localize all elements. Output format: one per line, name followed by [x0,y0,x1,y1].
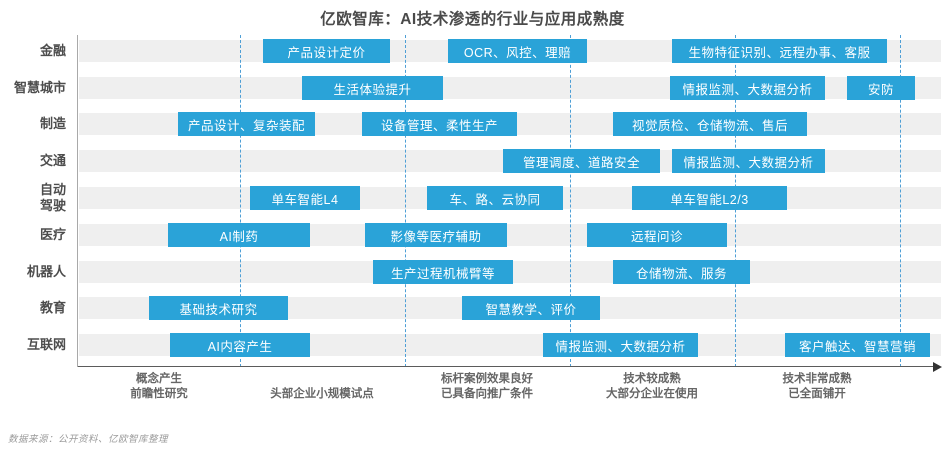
chart-box: 生活体验提升 [302,76,443,100]
chart-box: 安防 [847,76,915,100]
row-label-smart-city: 智慧城市 [13,80,66,96]
row-label-finance: 金融 [39,43,66,59]
chart-box: 单车智能L4 [250,186,360,210]
chart-box: 生产过程机械臂等 [373,260,513,284]
stage-label-3: 标杆案例效果良好 已具备向推广条件 [441,372,533,401]
stage-divider-5 [900,35,901,367]
chart-box: 智慧教学、评价 [462,296,600,320]
row-label-internet: 互联网 [26,337,66,353]
chart-box: 生物特征识别、远程办事、客服 [672,39,887,63]
chart-box: 仓储物流、服务 [613,260,750,284]
chart-box: AI制药 [168,223,310,247]
chart-box: 情报监测、大数据分析 [670,76,825,100]
chart-box: 产品设计定价 [263,39,390,63]
chart-box: 单车智能L2/3 [632,186,787,210]
chart-title: 亿欧智库：AI技术渗透的行业与应用成熟度 [320,11,625,28]
chart-box: 情报监测、大数据分析 [543,333,698,357]
stage-divider-1 [240,35,241,367]
stage-divider-2 [405,35,406,367]
chart-box: 设备管理、柔性生产 [362,112,517,136]
y-axis-line [77,35,78,367]
stage-label-5: 技术非常成熟 已全面铺开 [782,372,852,401]
chart-box: 远程问诊 [587,223,727,247]
row-label-autonomous-driving: 自动 驾驶 [39,182,66,213]
source-note: 数据来源：公开资料、亿欧智库整理 [8,434,169,445]
chart-box: 情报监测、大数据分析 [672,149,825,173]
x-axis-line [78,366,934,367]
stage-label-1: 概念产生 前瞻性研究 [130,372,188,401]
row-label-medical: 医疗 [39,227,66,243]
chart-box: 基础技术研究 [149,296,288,320]
chart-box: 车、路、云协同 [427,186,563,210]
row-label-robotics: 机器人 [26,264,66,280]
row-label-education: 教育 [39,300,66,316]
stage-divider-3 [570,35,571,367]
row-label-transport: 交通 [39,153,66,169]
chart-box: OCR、风控、理赔 [448,39,587,63]
stage-label-4: 技术较成熟 大部分企业在使用 [606,372,698,401]
chart-box: 视觉质检、仓储物流、售后 [613,112,807,136]
chart-box: 影像等医疗辅助 [365,223,507,247]
chart-box: 客户触达、智慧营销 [785,333,930,357]
stage-label-2: 头部企业小规模试点 [270,388,374,401]
row-label-manufacturing: 制造 [39,116,66,132]
chart-box: 管理调度、道路安全 [503,149,660,173]
chart-box: 产品设计、复杂装配 [178,112,315,136]
x-axis-arrow-icon [933,362,942,372]
chart-box: AI内容产生 [170,333,310,357]
